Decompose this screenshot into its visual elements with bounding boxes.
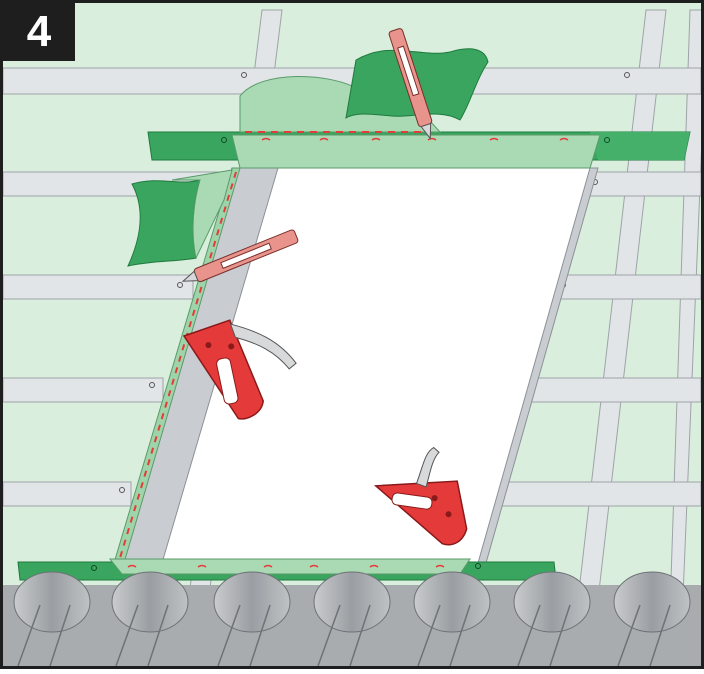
batten xyxy=(520,378,701,402)
roof-tile xyxy=(214,572,290,632)
roof-tile xyxy=(514,572,590,632)
batten xyxy=(3,482,131,506)
roof-tile xyxy=(614,572,690,632)
batten xyxy=(3,275,193,299)
header-batten-end xyxy=(590,132,690,160)
roof-tile xyxy=(14,572,90,632)
roof-tile xyxy=(314,572,390,632)
batten xyxy=(552,275,701,299)
step-number: 4 xyxy=(27,7,51,57)
sill-membrane-flap xyxy=(110,559,470,574)
roof-tiles xyxy=(3,572,701,666)
roof-tile xyxy=(112,572,188,632)
roof-tile xyxy=(414,572,490,632)
batten xyxy=(585,172,701,196)
batten xyxy=(488,482,701,506)
step-number-badge: 4 xyxy=(3,3,75,61)
top-membrane-flap xyxy=(232,135,600,168)
batten xyxy=(3,378,163,402)
